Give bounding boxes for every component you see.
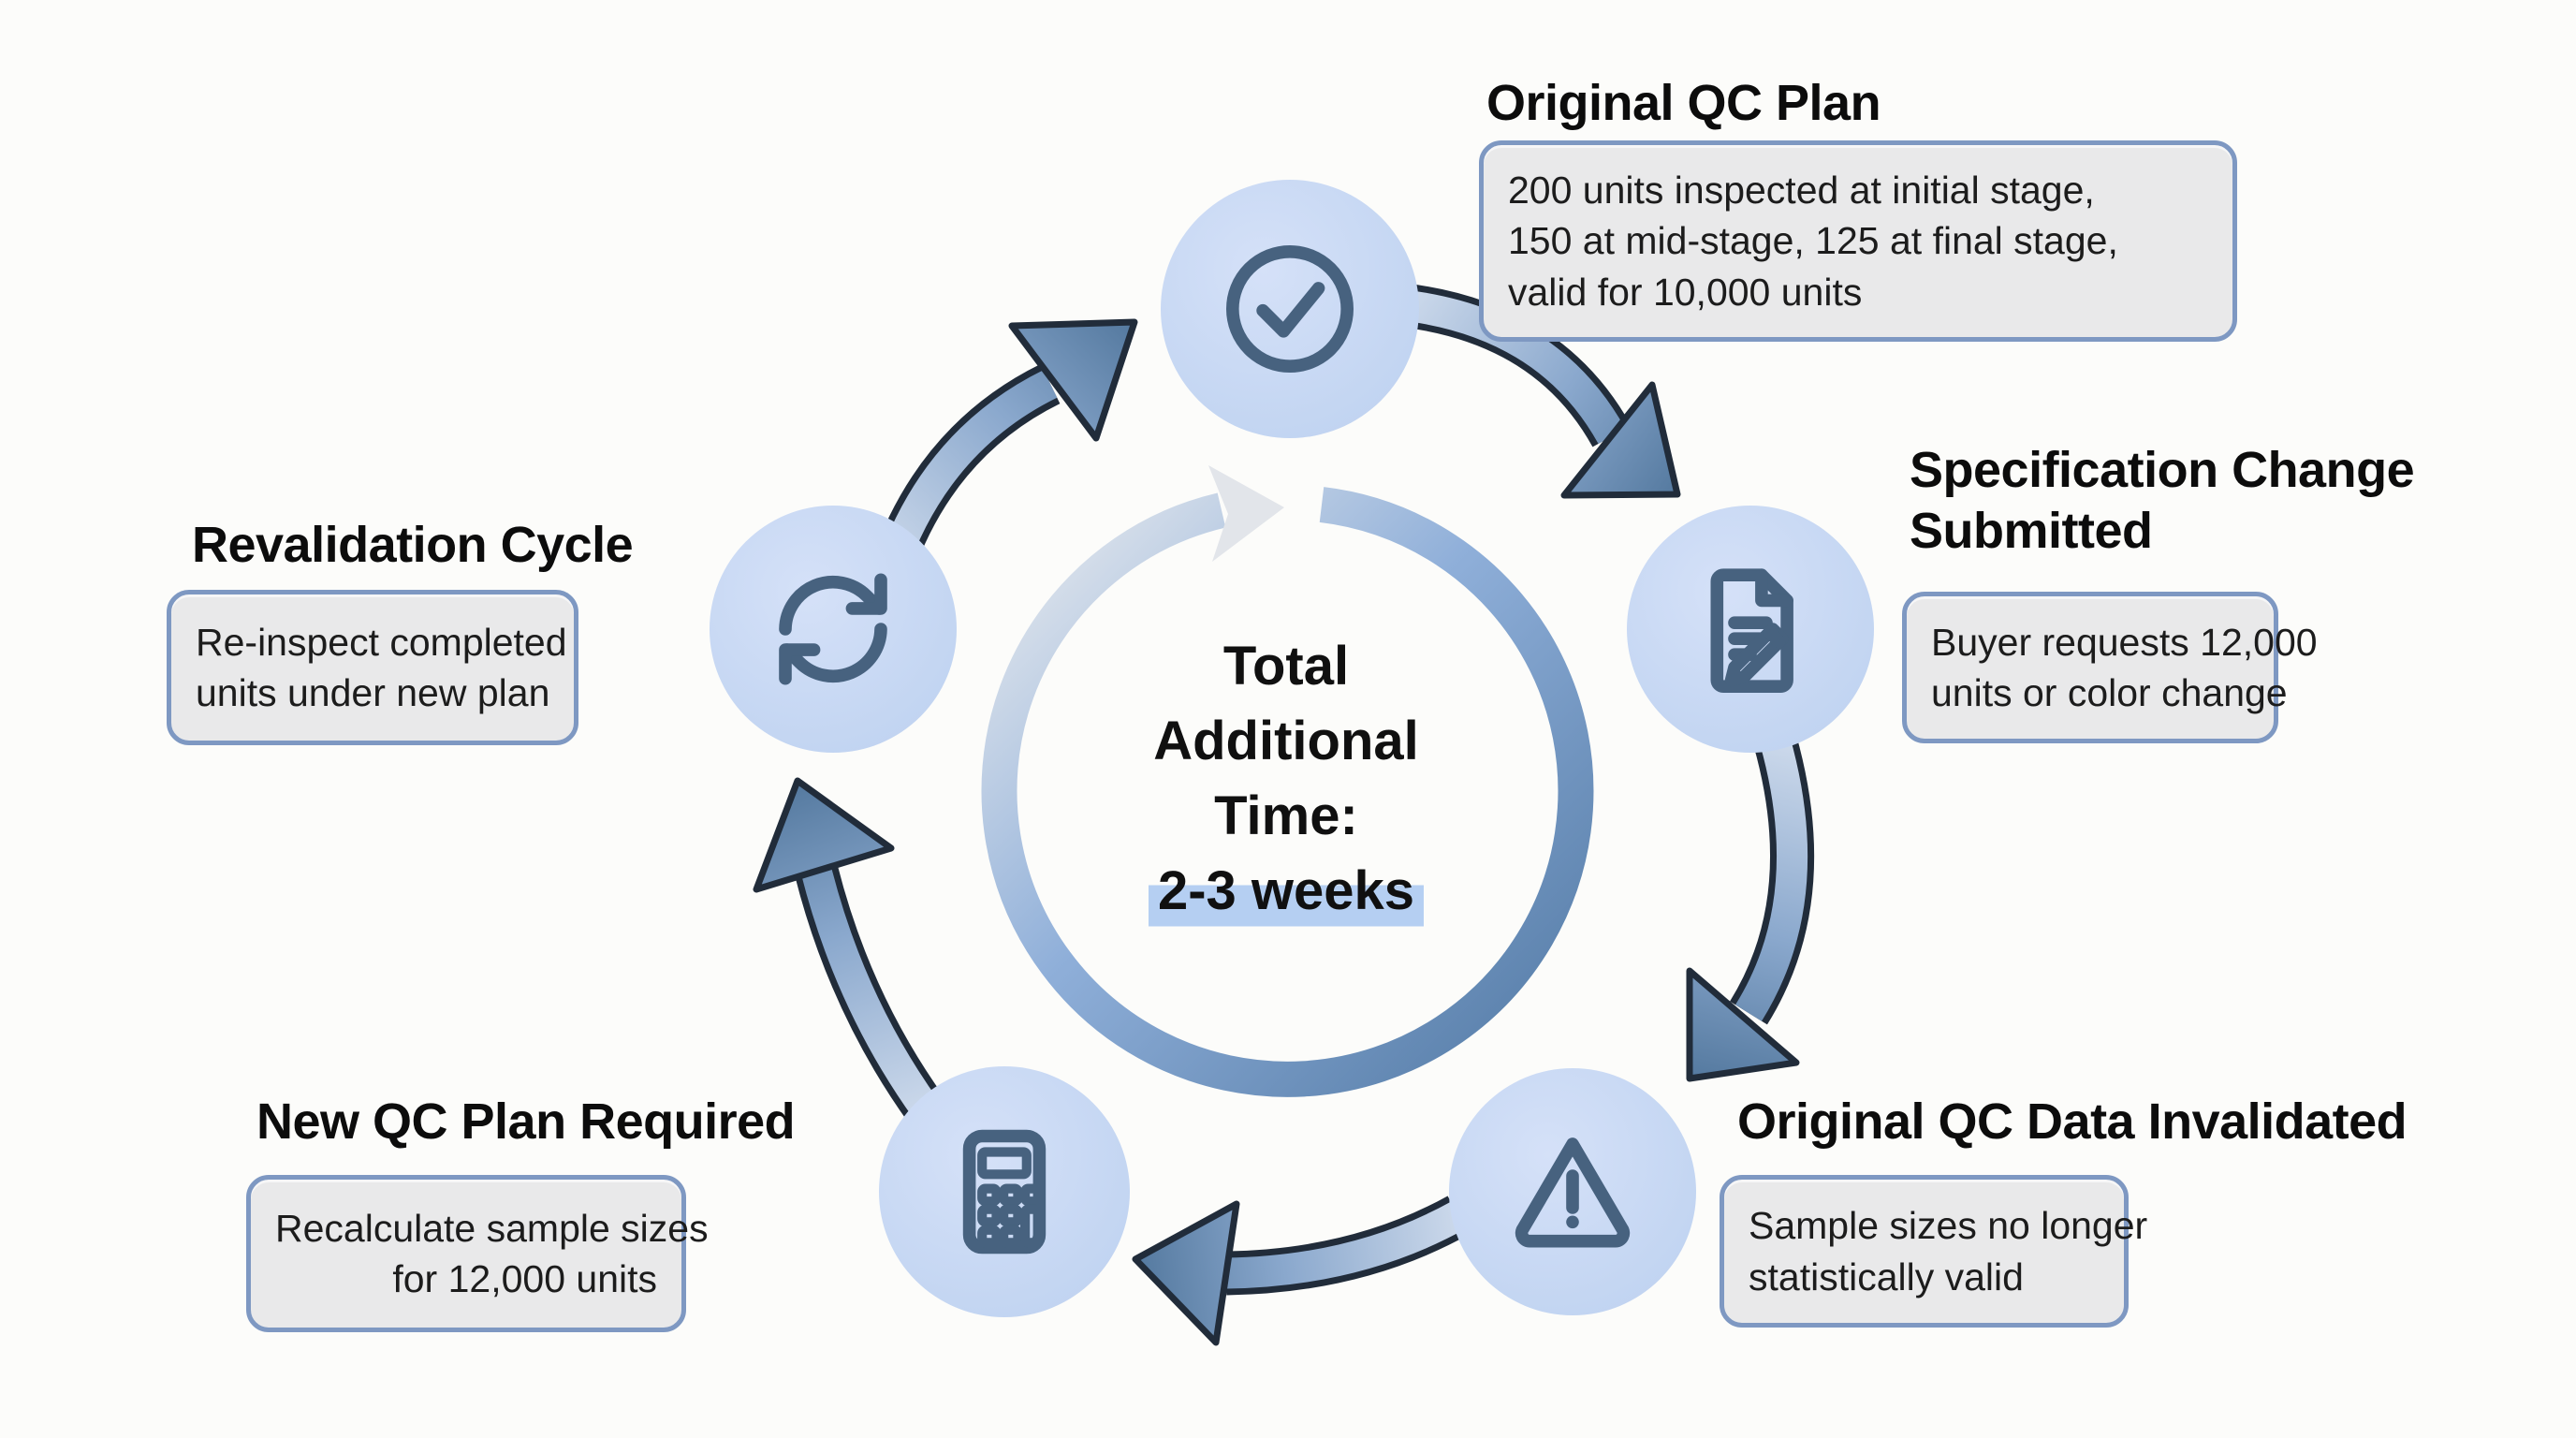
title-revalidation-cycle: Revalidation Cycle xyxy=(192,517,634,573)
arrow-revalidation-to-plan xyxy=(870,318,1138,577)
desc-line: Buyer requests 12,000 xyxy=(1931,620,2318,664)
refresh-cycle-icon xyxy=(779,573,887,685)
title-spec-change: Specification Change Submitted xyxy=(1910,440,2415,562)
ring-arrowhead-icon xyxy=(1208,465,1284,562)
arrow-newplan-to-revalidation xyxy=(753,777,945,1123)
warning-triangle-icon xyxy=(1515,1137,1631,1248)
desc-line: statistically valid xyxy=(1749,1255,2024,1299)
check-circle-icon xyxy=(1226,245,1354,374)
box-spec-change: Buyer requests 12,000 units or color cha… xyxy=(1902,592,2318,743)
arrow-specchange-to-invalidated xyxy=(1686,733,1815,1082)
desc-line: units or color change xyxy=(1931,671,2288,714)
center-cycle-ring xyxy=(981,465,1594,1097)
center-line-1: Total xyxy=(1222,636,1350,697)
desc-line: valid for 10,000 units xyxy=(1508,270,1863,314)
box-original-qc-plan: 200 units inspected at initial stage, 15… xyxy=(1479,140,2237,342)
node-revalidation xyxy=(710,506,957,753)
title-line: Specification Change xyxy=(1910,442,2415,498)
title-new-qc-plan: New QC Plan Required xyxy=(256,1093,796,1150)
arrow-plan-to-specchange xyxy=(1400,283,1681,499)
node-original-qc-plan xyxy=(1161,180,1419,438)
title-data-invalidated: Original QC Data Invalidated xyxy=(1737,1093,2408,1150)
document-edit-icon xyxy=(1710,568,1793,694)
center-line-2: Additional xyxy=(1153,711,1419,772)
title-original-qc-plan: Original QC Plan xyxy=(1486,75,1881,131)
desc-line: 150 at mid-stage, 125 at final stage, xyxy=(1508,219,2118,263)
calculator-icon xyxy=(962,1129,1046,1255)
arrow-invalidated-to-newplan xyxy=(1132,1196,1470,1346)
box-new-qc-plan: Recalculate sample sizes for 12,000 unit… xyxy=(246,1175,709,1332)
highlight-duration: 2-3 weeks xyxy=(1148,854,1425,930)
desc-line: Re-inspect completed xyxy=(196,620,567,664)
desc-line: Sample sizes no longer xyxy=(1749,1204,2148,1248)
center-line-3: Time: xyxy=(1214,785,1358,847)
center-total-time: Total Additional Time: 2-3 weeks xyxy=(996,629,1576,930)
desc-line: 200 units inspected at initial stage, xyxy=(1508,169,2095,213)
desc-line: units under new plan xyxy=(196,671,550,714)
box-data-invalidated: Sample sizes no longer statistically val… xyxy=(1720,1175,2148,1328)
desc-line: for 12,000 units xyxy=(392,1257,657,1300)
title-line: Submitted xyxy=(1910,502,2153,559)
box-revalidation-cycle: Re-inspect completed units under new pla… xyxy=(167,590,578,745)
desc-line: Recalculate sample sizes xyxy=(275,1206,709,1250)
center-highlight-line: 2-3 weeks xyxy=(996,854,1576,930)
